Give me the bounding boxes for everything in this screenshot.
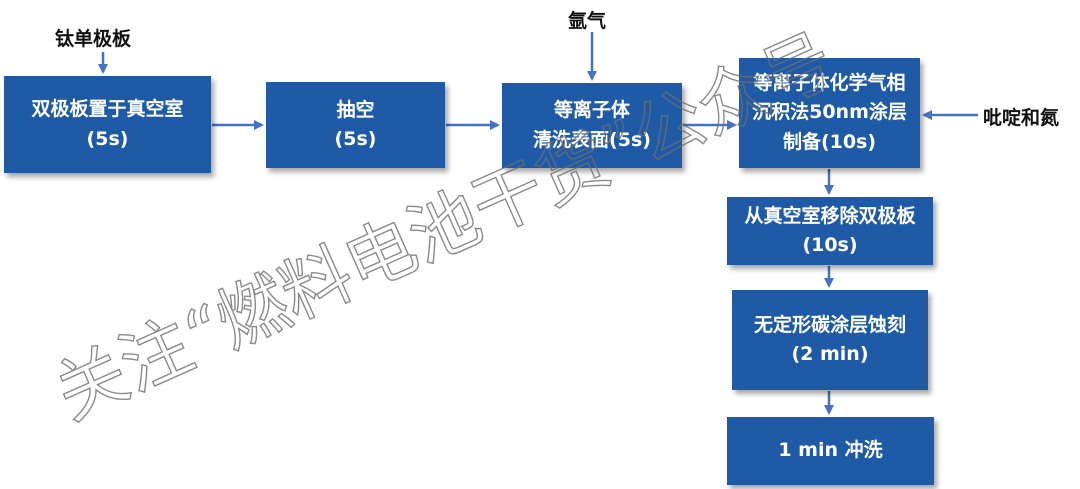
step-text: 等离子体化学气相	[753, 71, 906, 94]
step-box: 双极板置于真空室 (5s)	[4, 76, 211, 173]
step-text: (2 min)	[791, 343, 869, 365]
step-box: 等离子体化学气相 沉积法50nm涂层 制备(10s)	[739, 58, 920, 168]
step-text: 从真空室移除双极板	[744, 204, 916, 227]
step-text: 制备(10s)	[782, 130, 877, 153]
step-text: 抽空	[336, 98, 375, 121]
step-box: 从真空室移除双极板 (10s)	[727, 197, 933, 265]
input-argon: 氩气	[568, 10, 607, 32]
step-text: 1 min 冲洗	[778, 439, 883, 462]
input-pyridine-nitrogen: 吡啶和氮	[983, 107, 1060, 129]
step-text: (10s)	[802, 234, 858, 256]
step-box: 无定形碳涂层蚀刻 (2 min)	[732, 290, 928, 390]
step-text: (5s)	[334, 128, 377, 150]
step-text: 清洗表面(5s)	[533, 128, 651, 151]
step-text: 双极板置于真空室	[31, 98, 184, 121]
step-box: 1 min 冲洗	[727, 417, 934, 485]
step-text: 无定形碳涂层蚀刻	[753, 313, 906, 336]
step-text: 沉积法50nm涂层	[752, 101, 907, 124]
input-titanium-plate: 钛单极板	[55, 28, 132, 50]
step-box: 抽空 (5s)	[266, 82, 445, 168]
step-text: (5s)	[86, 127, 129, 150]
step-box: 等离子体 清洗表面(5s)	[502, 83, 682, 168]
step-text: 等离子体	[553, 99, 630, 122]
